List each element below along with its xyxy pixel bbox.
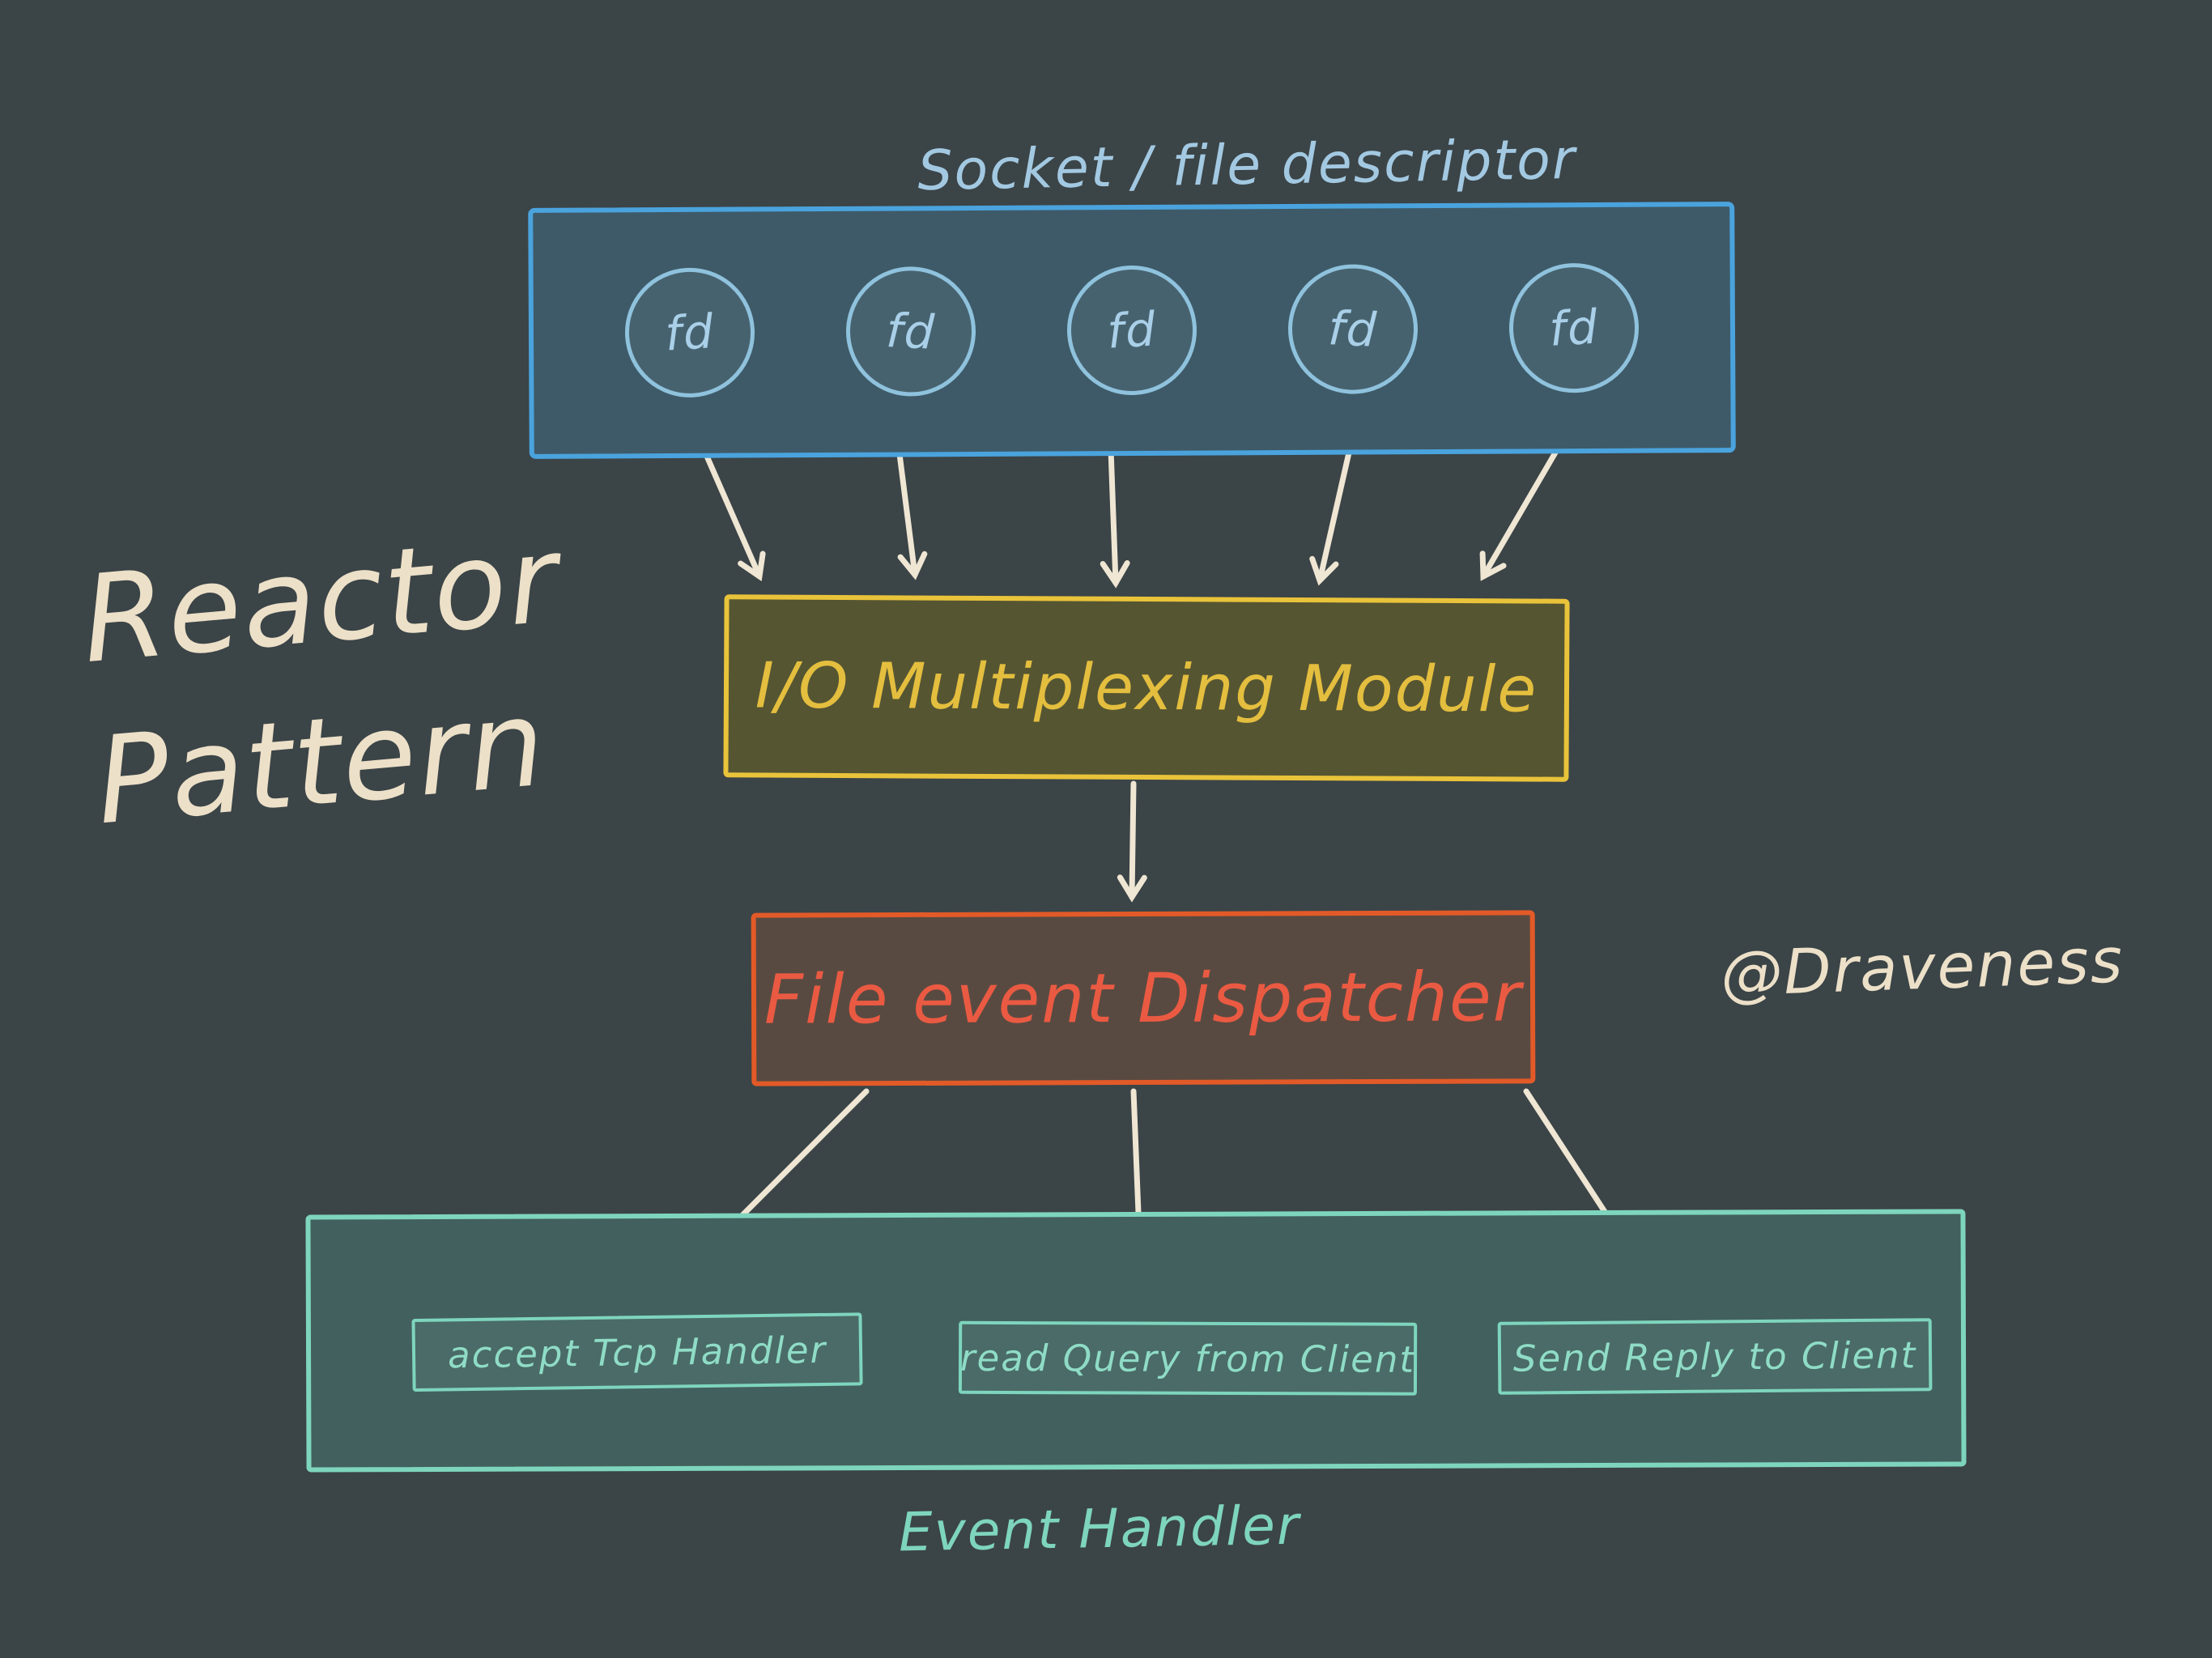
handler-send-reply: Send Reply to Client bbox=[1497, 1318, 1933, 1395]
file-event-dispatcher-label: File event Dispatcher bbox=[764, 957, 1523, 1039]
fd-circle: fd bbox=[1063, 261, 1201, 399]
fd-circle: fd bbox=[843, 263, 979, 400]
diagram-title: Reactor Pattern bbox=[76, 509, 565, 852]
credit-handle: @Draveness bbox=[1719, 924, 2125, 1010]
io-multiplexing-box: I/O Multiplexing Module bbox=[723, 594, 1570, 782]
handler-accept-tcp: accept Tcp Handler bbox=[411, 1312, 863, 1392]
event-handler-box: accept Tcp Handler read Query from Clien… bbox=[305, 1209, 1967, 1473]
fd-circle: fd bbox=[1505, 259, 1643, 397]
fd-circle: fd bbox=[1285, 261, 1421, 397]
handler-read-query: read Query from Client bbox=[958, 1320, 1418, 1396]
event-handler-label: Event Handler bbox=[898, 1494, 1301, 1564]
file-event-dispatcher-box: File event Dispatcher bbox=[751, 910, 1536, 1086]
socket-box-label: Socket / file descriptor bbox=[917, 127, 1577, 204]
socket-box: fd fd fd fd fd bbox=[528, 202, 1736, 459]
arrow-mux-to-dispatcher bbox=[1117, 780, 1147, 903]
fd-circle: fd bbox=[621, 264, 759, 402]
io-multiplexing-label: I/O Multiplexing Module bbox=[755, 649, 1538, 727]
